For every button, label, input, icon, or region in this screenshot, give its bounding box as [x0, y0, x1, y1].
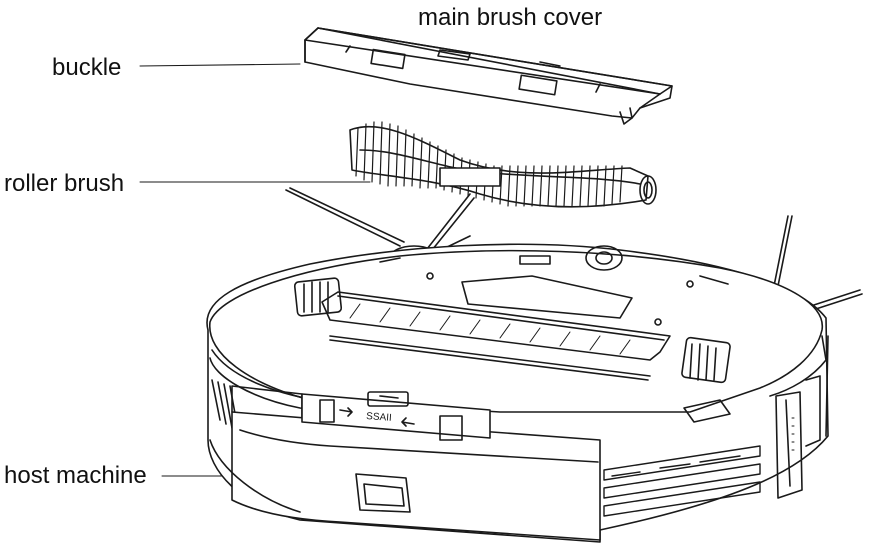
wheel-right	[681, 336, 731, 384]
svg-text:SSAII: SSAII	[366, 411, 392, 424]
left-vent	[211, 379, 239, 431]
wheel-left	[293, 277, 343, 317]
brush-slot-grille	[349, 303, 631, 355]
roller-brush	[349, 121, 657, 208]
host-machine: SSAII	[206, 243, 829, 543]
label-main-brush-cover: main brush cover	[418, 4, 603, 31]
right-grille	[603, 445, 761, 517]
label-buckle: buckle	[52, 54, 122, 81]
right-vent-dots	[791, 417, 795, 451]
label-roller-brush: roller brush	[4, 170, 125, 197]
leader-buckle	[139, 63, 301, 67]
main-brush-cover	[304, 27, 673, 125]
label-host-machine: host machine	[4, 462, 147, 489]
